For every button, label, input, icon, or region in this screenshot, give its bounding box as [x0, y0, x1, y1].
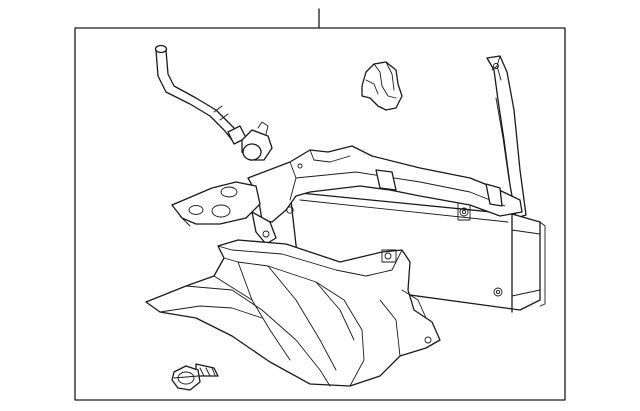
hose-end-cap — [241, 121, 273, 161]
splash-shield — [145, 239, 441, 387]
flange-bolt — [171, 363, 219, 391]
left-mounting-plate — [171, 181, 277, 245]
diagram-frame — [74, 27, 566, 401]
mounting-bracket — [486, 55, 527, 219]
upper-bracket-frame — [247, 145, 523, 223]
breather-hose — [154, 44, 247, 145]
retaining-clip — [361, 61, 403, 111]
